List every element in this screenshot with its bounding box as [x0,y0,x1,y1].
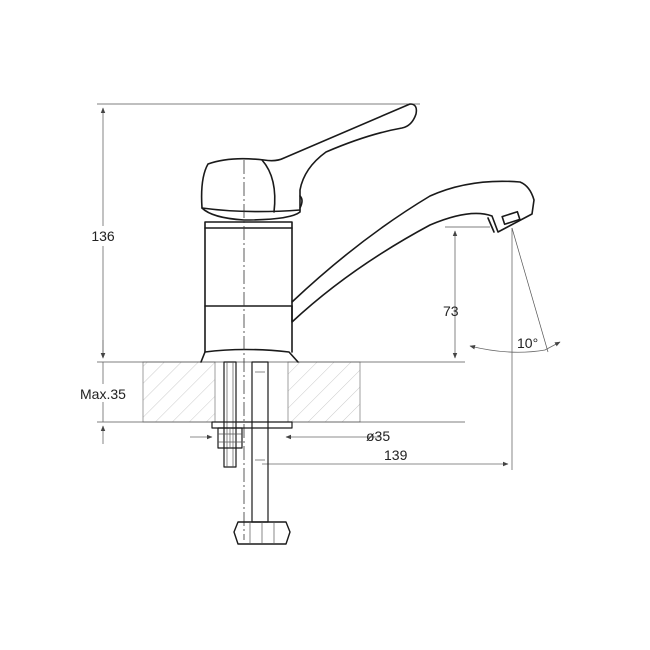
dimension-spout-angle: 10° [469,227,561,353]
label-spout-angle: 10° [517,335,538,351]
extension-lines [97,103,513,470]
label-height-total: 136 [91,228,115,244]
dimension-max-thickness: Max.35 [78,340,138,444]
label-spout-height: 73 [443,303,459,319]
label-hole-diameter: ø35 [366,428,390,444]
dimension-height-total: 136 [88,107,120,359]
label-max-thickness: Max.35 [80,386,126,402]
label-reach: 139 [384,447,408,463]
mounting-hardware [211,361,293,545]
faucet-body [200,103,535,363]
dimension-spout-height: 73 [443,230,459,359]
dimension-reach: 139 [262,447,509,467]
dimension-hole-diameter: ø35 [190,428,390,444]
